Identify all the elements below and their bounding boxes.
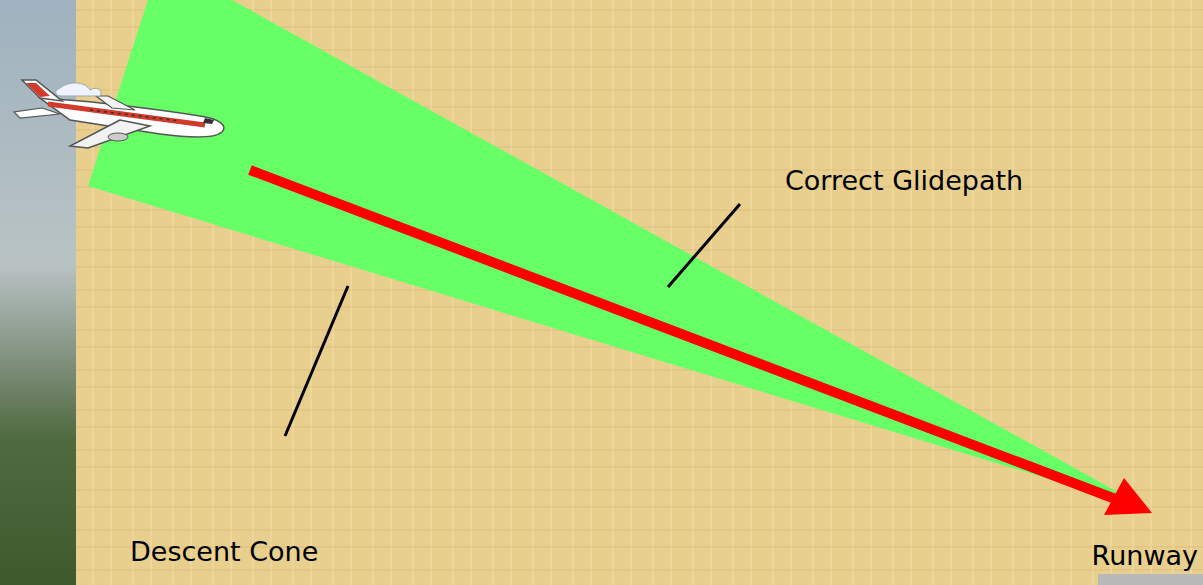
descent-cone: [88, 0, 1150, 510]
leader-line: [285, 286, 348, 436]
glidepath-arrow: [250, 170, 1118, 500]
runway-strip: [1098, 574, 1203, 585]
glidepath-label: Correct Glidepath: [785, 165, 1023, 196]
airplane: [14, 80, 224, 148]
runway-label: Runway: [1092, 540, 1198, 571]
arrowhead: [1104, 478, 1152, 515]
leader-line: [668, 204, 740, 287]
cone-label: Descent Cone: [130, 536, 318, 567]
